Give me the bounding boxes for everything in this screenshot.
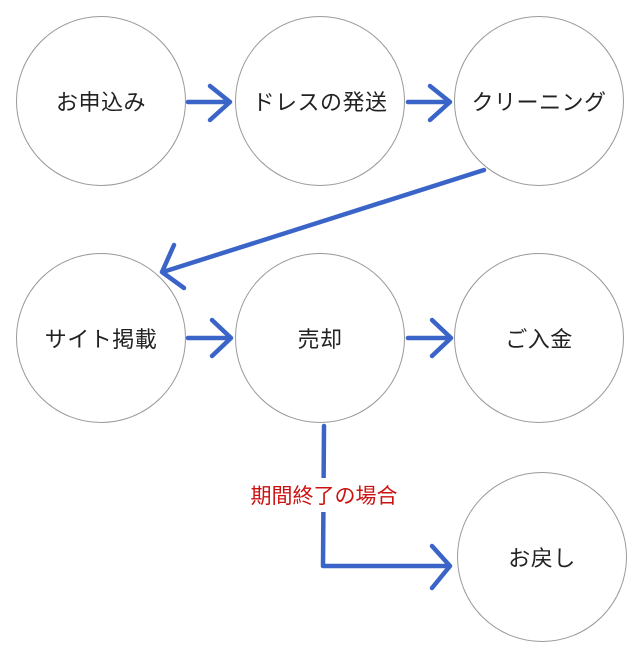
node-payment: ご入金 xyxy=(454,253,624,423)
arrow-ship-to-cleaning xyxy=(405,83,453,123)
arrow-listing-to-sale-head xyxy=(209,317,234,359)
arrow-listing-to-sale xyxy=(185,317,234,359)
node-apply-label: お申込み xyxy=(55,91,146,116)
arrow-sale-to-return-line xyxy=(320,423,449,569)
arrow-sale-to-return xyxy=(320,423,453,591)
arrow-cleaning-to-listing-head xyxy=(159,242,187,291)
node-return: お戻し xyxy=(457,472,627,642)
arrow-apply-to-ship-head xyxy=(207,83,233,123)
condition-label: 期間終了の場合 xyxy=(214,478,434,512)
node-listing: サイト掲載 xyxy=(16,253,186,423)
arrow-apply-to-ship xyxy=(185,83,233,123)
node-cleaning: クリーニング xyxy=(454,16,624,186)
arrow-sale-to-return-head xyxy=(429,543,453,591)
arrow-cleaning-to-listing xyxy=(159,167,487,291)
node-sale: 売却 xyxy=(235,253,405,423)
node-payment-label: ご入金 xyxy=(505,328,573,353)
arrow-ship-to-cleaning-head xyxy=(427,83,453,123)
arrow-sale-to-payment-head xyxy=(429,317,454,359)
node-cleaning-label: クリーニング xyxy=(471,91,607,116)
node-apply: お申込み xyxy=(16,16,186,186)
arrow-cleaning-to-listing-line xyxy=(163,167,487,274)
node-return-label: お戻し xyxy=(508,547,576,572)
arrow-sale-to-payment xyxy=(405,317,454,359)
node-ship-label: ドレスの発送 xyxy=(252,91,388,116)
node-sale-label: 売却 xyxy=(297,328,343,353)
node-ship: ドレスの発送 xyxy=(235,16,405,186)
node-listing-label: サイト掲載 xyxy=(44,328,158,353)
